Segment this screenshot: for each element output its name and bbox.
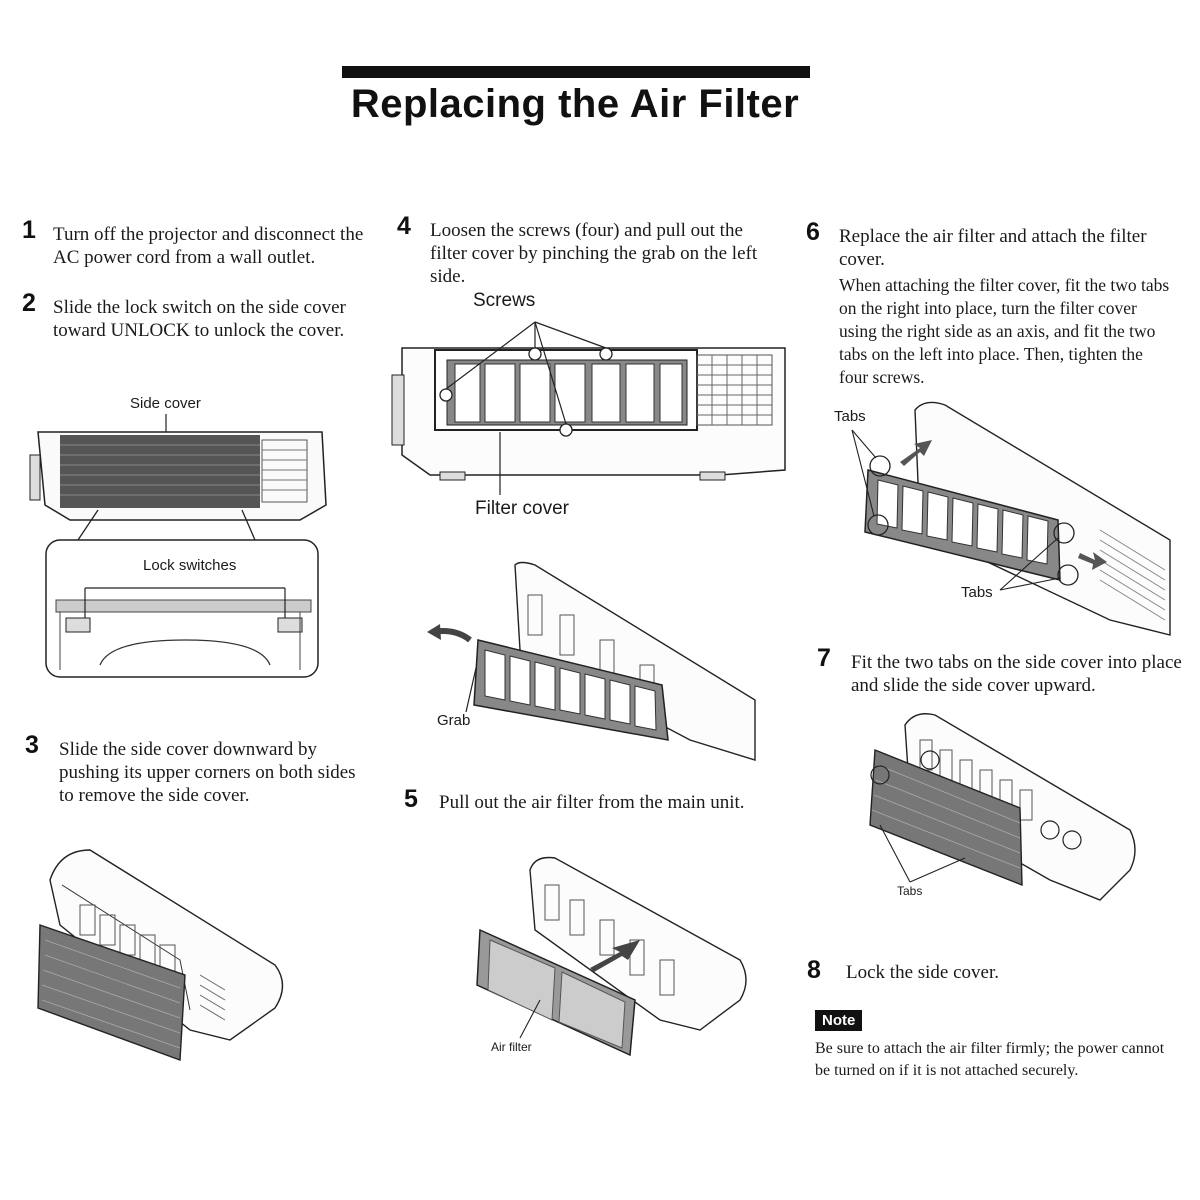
note-text: Be sure to attach the air filter firmly;…: [815, 1040, 1165, 1079]
screws-label: Screws: [473, 290, 536, 311]
step-6-number: 6: [806, 218, 820, 246]
step-3-text: Slide the side cover downward by pushing…: [59, 739, 356, 806]
step-2-text: Slide the lock switch on the side cover …: [53, 297, 346, 341]
step-3-number: 3: [25, 731, 39, 759]
step-8-number: 8: [807, 956, 821, 984]
step-6-text: Replace the air filter and attach the fi…: [839, 226, 1147, 270]
lock-switches-label: Lock switches: [143, 557, 237, 574]
step-4-number: 4: [397, 212, 411, 240]
tabs-label-bottom: Tabs: [961, 584, 993, 601]
step-8-text: Lock the side cover.: [846, 962, 1000, 983]
side-cover-label: Side cover: [130, 395, 201, 412]
step-6-detail: When attaching the filter cover, fit the…: [839, 275, 1170, 387]
title-rule: [342, 66, 810, 78]
step-5-number: 5: [404, 785, 418, 813]
tabs-label-step7: Tabs: [897, 884, 923, 898]
grab-label: Grab: [437, 712, 471, 729]
step-7-number: 7: [817, 644, 831, 672]
step-5-text: Pull out the air filter from the main un…: [439, 792, 745, 813]
page-title: Replacing the Air Filter: [350, 82, 800, 126]
air-filter-label: Air filter: [491, 1040, 532, 1054]
step-7-text: Fit the two tabs on the side cover into …: [851, 652, 1182, 696]
step-2-number: 2: [22, 289, 36, 317]
tabs-label-top: Tabs: [834, 408, 866, 425]
note-badge: Note: [815, 1010, 863, 1031]
step-4-text: Loosen the screws (four) and pull out th…: [430, 220, 758, 287]
filter-cover-label: Filter cover: [475, 498, 569, 519]
step-1-text: Turn off the projector and disconnect th…: [53, 224, 364, 268]
step-1-number: 1: [22, 216, 36, 244]
